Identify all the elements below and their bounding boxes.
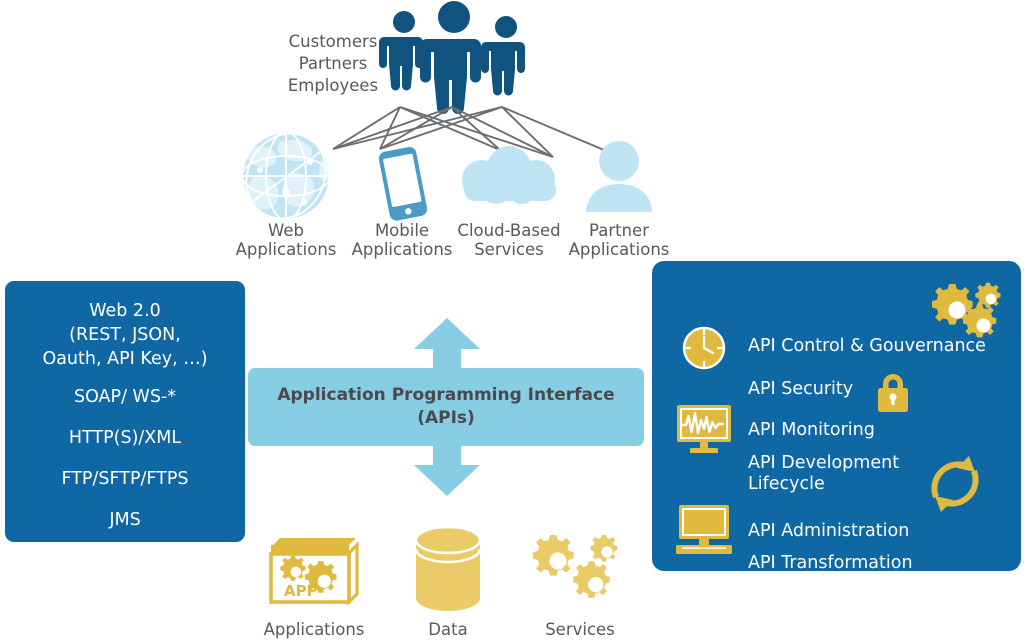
channel-label-cloud-line2: Services (474, 240, 544, 259)
app-window-icon: APP (268, 534, 360, 606)
capability-label-transformation: API Transformation (748, 553, 913, 573)
asset-label-applications: Applications (263, 620, 365, 639)
channel-label-mobile-line2: Applications (351, 240, 453, 259)
protocols-panel: Web 2.0 (REST, JSON, Oauth, API Key, …) … (5, 281, 245, 542)
protocol-web20-line3: Oauth, API Key, …) (42, 349, 208, 369)
capability-label-lifecycle: API Development Lifecycle (748, 453, 899, 495)
capability-label-lifecycle-line2: Lifecycle (748, 474, 825, 494)
protocol-item-jms: JMS (109, 510, 141, 530)
cycle-arrows-icon (923, 453, 987, 515)
database-icon (412, 525, 484, 611)
protocol-web20-line1: Web 2.0 (89, 301, 161, 321)
asset-label-services: Services (545, 620, 615, 639)
person-icon (578, 140, 660, 212)
protocol-item-ftp: FTP/SFTP/FTPS (61, 469, 189, 489)
channel-label-web: Web Applications (226, 221, 346, 259)
actors-line-3: Employees (287, 76, 379, 95)
channel-label-mobile: Mobile Applications (344, 221, 460, 259)
channel-label-web-line2: Applications (235, 240, 337, 259)
connector-lines (0, 0, 1026, 260)
clock-icon (679, 323, 729, 373)
api-band-title-line1: Application Programming Interface (277, 385, 615, 405)
mobile-phone-icon (364, 145, 440, 223)
protocol-item-http: HTTP(S)/XML (68, 428, 182, 448)
arrow-down-icon (414, 444, 480, 496)
cloud-icon (452, 146, 568, 208)
asset-label-data: Data (428, 620, 468, 639)
channel-label-partner: Partner Applications (560, 221, 678, 259)
protocol-item-soap: SOAP/ WS-* (73, 387, 177, 407)
protocol-web20-line2: (REST, JSON, (69, 325, 181, 345)
api-band-title-line2: (APIs) (417, 408, 475, 428)
desktop-icon (674, 503, 734, 557)
api-band: Application Programming Interface (APIs) (248, 368, 644, 446)
api-band-title: Application Programming Interface (APIs) (277, 384, 614, 430)
channel-label-partner-line2: Applications (568, 240, 670, 259)
capability-label-security: API Security (748, 379, 854, 399)
monitor-graph-icon (675, 403, 733, 455)
channel-label-partner-line1: Partner (589, 221, 649, 240)
people-group-icon (378, 0, 538, 114)
padlock-icon (874, 369, 912, 413)
capability-label-administration: API Administration (748, 521, 910, 541)
channel-label-mobile-line1: Mobile (374, 221, 430, 240)
capabilities-panel: API Transformation (652, 261, 1021, 573)
capability-label-monitoring: API Monitoring (748, 420, 875, 440)
capability-label-lifecycle-line1: API Development (748, 453, 900, 473)
arrow-up-icon (414, 318, 480, 370)
capability-label-control: API Control & Gouvernance (748, 336, 986, 356)
gears-icon (932, 281, 1008, 339)
channel-label-cloud-line1: Cloud-Based (457, 221, 561, 240)
globe-icon (236, 130, 336, 222)
channel-label-cloud: Cloud-Based Services (450, 221, 568, 259)
protocol-item-web20: Web 2.0 (REST, JSON, Oauth, API Key, …) (5, 299, 245, 371)
app-badge-text: APP (284, 582, 318, 600)
actors-line-1: Customers (288, 32, 378, 51)
actors-label-block: Customers Partners Employees (283, 31, 383, 97)
actors-line-2: Partners (298, 54, 368, 73)
gears-icon (528, 530, 630, 608)
channel-label-web-line1: Web (268, 221, 304, 240)
